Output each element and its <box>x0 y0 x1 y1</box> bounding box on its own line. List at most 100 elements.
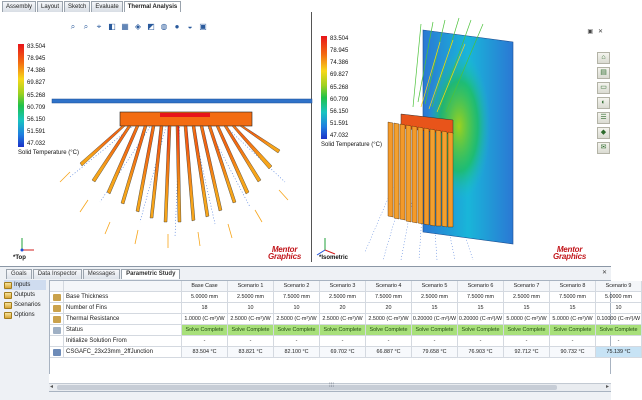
edit-appearance-icon[interactable]: ● <box>174 22 180 31</box>
table-cell[interactable]: Solve Complete <box>412 325 458 336</box>
isometric-viewport[interactable]: 83.504 78.945 74.386 69.827 65.268 60.70… <box>313 12 611 262</box>
table-cell[interactable]: 82.100 °C <box>274 347 320 358</box>
table-cell[interactable]: 76.903 °C <box>458 347 504 358</box>
table-cell[interactable]: - <box>596 336 642 347</box>
tab-thermal-analysis[interactable]: Thermal Analysis <box>123 1 182 12</box>
tree-item-scenarios[interactable]: Scenarios <box>4 300 46 310</box>
tree-item-outputs[interactable]: Outputs <box>4 290 46 300</box>
table-cell[interactable]: 10 <box>274 303 320 314</box>
properties-icon[interactable]: ☰ <box>597 112 610 124</box>
table-cell[interactable]: 20 <box>366 303 412 314</box>
previous-view-icon[interactable]: ◧ <box>108 22 116 31</box>
column-header[interactable]: Scenario 7 <box>504 281 550 292</box>
table-cell[interactable]: 92.712 °C <box>504 347 550 358</box>
table-cell[interactable]: 0.20000 (C·m²)/W <box>412 314 458 325</box>
table-cell[interactable]: 1.0000 (C·m²)/W <box>182 314 228 325</box>
table-cell[interactable]: 15 <box>504 303 550 314</box>
table-cell[interactable]: 2.5000 mm <box>504 292 550 303</box>
library-icon[interactable]: ▤ <box>597 67 610 79</box>
tree-item-options[interactable]: Options <box>4 310 46 320</box>
column-header[interactable]: Scenario 4 <box>366 281 412 292</box>
table-cell[interactable]: 69.702 °C <box>320 347 366 358</box>
table-cell[interactable]: - <box>412 336 458 347</box>
table-cell[interactable]: - <box>274 336 320 347</box>
table-cell[interactable]: 7.5000 mm <box>458 292 504 303</box>
table-cell[interactable]: 5.0000 (C·m²)/W <box>550 314 596 325</box>
table-cell[interactable]: - <box>550 336 596 347</box>
horizontal-scrollbar[interactable]: ◂ ⁞⁞⁞ ▸ <box>49 383 611 391</box>
table-cell[interactable]: - <box>228 336 274 347</box>
table-cell[interactable]: 2.5000 mm <box>412 292 458 303</box>
table-cell[interactable]: 15 <box>458 303 504 314</box>
table-cell[interactable]: 2.5000 mm <box>320 292 366 303</box>
table-cell[interactable]: - <box>366 336 412 347</box>
home-icon[interactable]: ⌂ <box>597 52 610 64</box>
column-header[interactable]: Scenario 6 <box>458 281 504 292</box>
column-header[interactable]: Scenario 9 <box>596 281 642 292</box>
close-window-icon[interactable]: ✕ <box>597 29 603 35</box>
appearance-icon[interactable]: ◐ <box>597 97 610 109</box>
panel-close-icon[interactable]: ✕ <box>601 270 607 276</box>
table-cell[interactable]: 20 <box>320 303 366 314</box>
custom-icon[interactable]: ◆ <box>597 127 610 139</box>
table-cell[interactable]: 7.5000 mm <box>366 292 412 303</box>
column-header[interactable]: Scenario 5 <box>412 281 458 292</box>
tab-assembly[interactable]: Assembly <box>2 1 37 12</box>
table-cell[interactable]: 7.5000 mm <box>274 292 320 303</box>
table-cell[interactable]: 79.658 °C <box>412 347 458 358</box>
table-cell[interactable]: 15 <box>550 303 596 314</box>
table-cell[interactable]: 2.5000 mm <box>228 292 274 303</box>
hide-show-icon[interactable]: ◍ <box>160 22 168 31</box>
zoom-to-fit-icon[interactable]: ⌕ <box>70 22 76 31</box>
table-cell[interactable]: Solve Complete <box>596 325 642 336</box>
tab-goals[interactable]: Goals <box>6 269 32 279</box>
table-cell[interactable]: 10 <box>596 303 642 314</box>
column-header[interactable]: Scenario 1 <box>228 281 274 292</box>
table-cell[interactable]: 5.0000 mm <box>596 292 642 303</box>
forum-icon[interactable]: ✉ <box>597 142 610 154</box>
apply-scene-icon[interactable]: ◒ <box>187 22 193 31</box>
tab-messages[interactable]: Messages <box>82 269 121 279</box>
table-cell[interactable]: 2.5000 (C·m²)/W <box>274 314 320 325</box>
zoom-area-icon[interactable]: ⌕ <box>83 22 89 31</box>
table-cell[interactable]: 18 <box>182 303 228 314</box>
table-cell[interactable]: 15 <box>412 303 458 314</box>
table-cell[interactable]: - <box>182 336 228 347</box>
table-cell[interactable]: 66.887 °C <box>366 347 412 358</box>
table-cell[interactable]: 2.5000 (C·m²)/W <box>366 314 412 325</box>
table-cell[interactable]: 83.504 °C <box>182 347 228 358</box>
tab-parametric-study[interactable]: Parametric Study <box>121 269 181 279</box>
table-cell[interactable]: Solve Complete <box>504 325 550 336</box>
table-cell[interactable]: Solve Complete <box>550 325 596 336</box>
folder-icon[interactable]: ▭ <box>597 82 610 94</box>
table-cell[interactable]: 2.5000 (C·m²)/W <box>320 314 366 325</box>
column-header[interactable]: Scenario 8 <box>550 281 596 292</box>
top-viewport[interactable]: ⌕ ⌕ ⌖ ◧ ▦ ◈ ◩ ◍ ● ◒ ▣ 83.504 78.945 74.3… <box>0 12 313 262</box>
table-cell[interactable]: 5.0000 mm <box>182 292 228 303</box>
scroll-right-icon[interactable]: ▸ <box>605 384 609 390</box>
tab-data-inspector[interactable]: Data Inspector <box>32 269 82 279</box>
column-header[interactable]: Scenario 2 <box>274 281 320 292</box>
table-cell[interactable]: 0.10000 (C·m²)/W <box>596 314 642 325</box>
table-cell[interactable]: 10 <box>228 303 274 314</box>
table-cell[interactable]: 90.732 °C <box>550 347 596 358</box>
section-view-icon[interactable]: ▦ <box>121 22 129 31</box>
table-cell[interactable]: 7.5000 mm <box>550 292 596 303</box>
view-settings-icon[interactable]: ▣ <box>199 22 207 31</box>
column-header[interactable]: Base Case <box>182 281 228 292</box>
table-cell[interactable]: 5.0000 (C·m²)/W <box>504 314 550 325</box>
scrollbar-thumb[interactable] <box>57 385 557 390</box>
column-header[interactable]: Scenario 3 <box>320 281 366 292</box>
table-cell[interactable]: Solve Complete <box>320 325 366 336</box>
view-orientation-icon[interactable]: ◈ <box>134 22 142 31</box>
tab-sketch[interactable]: Sketch <box>64 1 91 12</box>
table-cell[interactable]: Solve Complete <box>228 325 274 336</box>
table-cell[interactable]: 75.139 °C <box>596 347 642 358</box>
restore-window-icon[interactable]: ▣ <box>587 29 593 35</box>
table-cell[interactable]: - <box>458 336 504 347</box>
